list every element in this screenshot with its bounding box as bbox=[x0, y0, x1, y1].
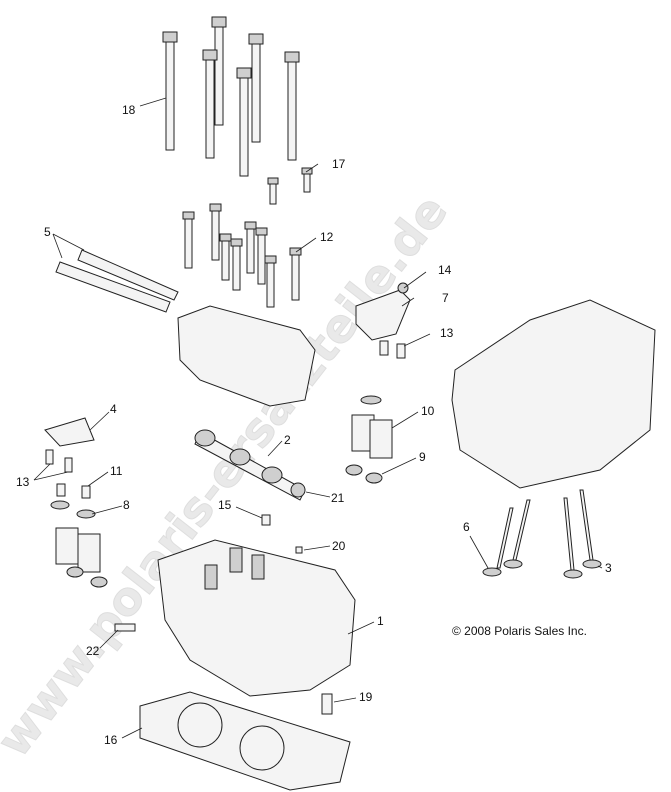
adjuster-left bbox=[56, 483, 66, 497]
callout-11: 11 bbox=[110, 464, 123, 478]
dowel-20 bbox=[295, 546, 303, 554]
callout-12: 12 bbox=[320, 230, 334, 244]
rocker-arm-left bbox=[44, 417, 95, 447]
pin-right-2 bbox=[396, 343, 406, 359]
callout-17: 17 bbox=[332, 157, 346, 171]
callout-2: 2 bbox=[284, 433, 291, 447]
retainer-left-2 bbox=[76, 509, 96, 519]
valves bbox=[482, 489, 602, 579]
callout-6: 6 bbox=[463, 520, 470, 534]
pin-right bbox=[379, 340, 389, 356]
callout-14: 14 bbox=[438, 263, 452, 277]
callout-16: 16 bbox=[104, 733, 118, 747]
callout-19: 19 bbox=[359, 690, 373, 704]
retainer-left bbox=[50, 500, 70, 510]
callout-22: 22 bbox=[86, 644, 100, 658]
callout-21: 21 bbox=[331, 491, 345, 505]
valve-springs-left bbox=[55, 527, 101, 573]
cylinder-head-right bbox=[451, 299, 656, 489]
callout-3: 3 bbox=[605, 561, 612, 575]
callout-18: 18 bbox=[122, 103, 136, 117]
valve-seals-right bbox=[345, 464, 383, 484]
dowel-19 bbox=[321, 693, 333, 715]
copyright-notice: © 2008 Polaris Sales Inc. bbox=[452, 624, 587, 638]
gasket-bore-1 bbox=[177, 702, 223, 748]
callout-7: 7 bbox=[442, 291, 449, 305]
valve-springs-right bbox=[351, 395, 393, 459]
small-bolts bbox=[267, 167, 313, 205]
rocker-shafts bbox=[55, 249, 179, 313]
callout-labels: 18 17 5 12 14 7 13 10 9 4 13 11 8 2 21 1… bbox=[16, 103, 612, 747]
callout-5: 5 bbox=[44, 225, 51, 239]
callout-9: 9 bbox=[419, 450, 426, 464]
callout-13-left: 13 bbox=[16, 475, 30, 489]
head-bolts-long bbox=[162, 16, 300, 177]
callout-8: 8 bbox=[123, 498, 130, 512]
rocker-arms-right bbox=[355, 282, 411, 341]
callout-10: 10 bbox=[421, 404, 435, 418]
callout-15: 15 bbox=[218, 498, 232, 512]
callout-20: 20 bbox=[332, 539, 346, 553]
callout-4: 4 bbox=[110, 402, 117, 416]
dowel-15 bbox=[261, 514, 271, 526]
camshaft bbox=[194, 429, 306, 501]
valve-springs-installed bbox=[204, 547, 265, 590]
dowel-22 bbox=[114, 623, 136, 632]
gasket-bore-2 bbox=[239, 725, 285, 771]
pin-left-2 bbox=[64, 457, 73, 473]
callout-1: 1 bbox=[377, 614, 384, 628]
medium-bolts bbox=[182, 203, 302, 308]
cam-carrier bbox=[177, 305, 316, 407]
adjuster-left-2 bbox=[81, 485, 91, 499]
callout-13-right: 13 bbox=[440, 326, 454, 340]
valve-seals-left bbox=[66, 566, 108, 588]
leader-lines bbox=[33, 97, 603, 739]
pin-left bbox=[45, 449, 54, 465]
